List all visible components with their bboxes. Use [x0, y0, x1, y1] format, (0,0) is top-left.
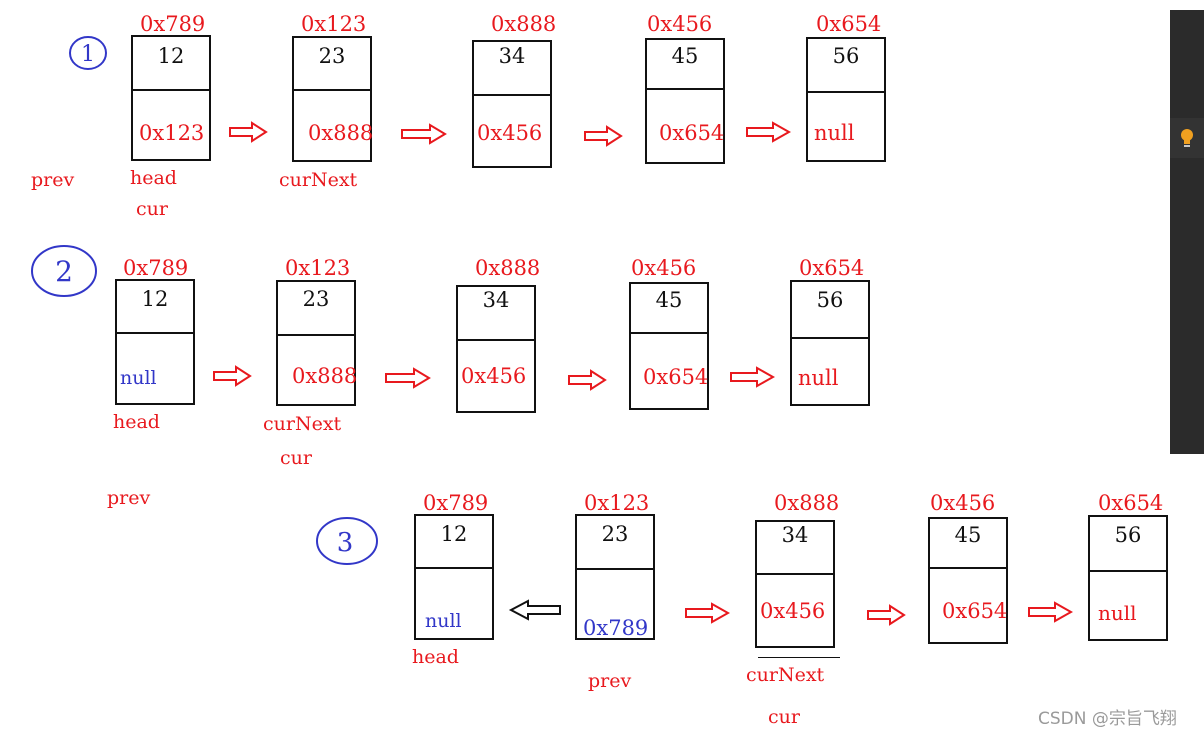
list-node: 23 0x888: [276, 280, 358, 406]
node-next: 0x888: [308, 121, 374, 145]
node-address: 0x888: [475, 256, 541, 280]
watermark: CSDN @宗旨飞翔: [1038, 709, 1177, 729]
node-value: 34: [781, 523, 809, 547]
node-value: 12: [157, 44, 185, 68]
node-value: 23: [601, 522, 629, 546]
list-node: 34 0x456: [755, 520, 835, 648]
node-value: 45: [954, 523, 982, 547]
list-node: 56 null: [806, 37, 886, 162]
list-node: 34 0x456: [472, 40, 552, 168]
svg-text:1: 1: [81, 42, 95, 67]
node-next: null: [1098, 601, 1137, 625]
node-value: 23: [318, 44, 346, 68]
arrow-right-icon: [685, 602, 730, 624]
pointer-label-prev: prev: [31, 169, 75, 191]
node-address: 0x654: [1098, 491, 1164, 515]
node-value: 56: [816, 288, 844, 312]
node-address: 0x789: [423, 491, 489, 515]
node-address: 0x456: [631, 256, 697, 280]
editor-sidebar: [1170, 10, 1204, 454]
pointer-label-curnext: curNext: [279, 169, 358, 191]
arrow-right-icon: [385, 367, 431, 389]
node-value: 34: [482, 288, 510, 312]
arrow-right-icon: [746, 121, 791, 143]
pointer-label-head: head: [113, 411, 160, 433]
arrow-right-icon: [213, 365, 252, 387]
arrow-left-icon: [508, 599, 561, 621]
node-next: 0x654: [643, 365, 709, 389]
arrow-right-icon: [867, 604, 906, 626]
node-value: 56: [1114, 523, 1142, 547]
node-address: 0x123: [285, 256, 351, 280]
node-next: null: [425, 610, 462, 632]
node-address: 0x456: [930, 491, 996, 515]
node-next: 0x888: [292, 364, 358, 388]
node-address: 0x888: [774, 491, 840, 515]
pointer-label-cur: cur: [768, 706, 800, 728]
node-next: 0x789: [583, 616, 649, 640]
node-address: 0x123: [301, 12, 367, 36]
svg-text:3: 3: [337, 528, 354, 558]
arrow-right-icon: [229, 121, 268, 143]
node-next: 0x456: [477, 121, 543, 145]
node-address: 0x654: [816, 12, 882, 36]
pointer-label-prev: prev: [107, 487, 151, 509]
node-next: null: [120, 367, 157, 389]
node-value: 56: [832, 44, 860, 68]
list-node: 12 null: [115, 279, 195, 405]
node-value: 34: [498, 44, 526, 68]
arrow-right-icon: [730, 366, 775, 388]
node-address: 0x123: [584, 491, 650, 515]
step-3-marker: 3: [316, 517, 378, 565]
pointer-label-curnext: curNext: [263, 413, 342, 435]
list-node: 45 0x654: [629, 282, 709, 410]
list-node: 56 null: [1088, 515, 1168, 641]
node-address: 0x888: [491, 12, 557, 36]
pointer-label-prev: prev: [588, 670, 632, 692]
node-value: 23: [302, 287, 330, 311]
curnext-underline: [758, 657, 840, 658]
node-next: null: [814, 121, 855, 145]
list-node: 12 0x123: [131, 35, 211, 161]
list-node: 23 0x888: [292, 36, 374, 162]
pointer-label-curnext: curNext: [746, 664, 825, 686]
step-1-marker: 1: [69, 36, 107, 70]
node-address: 0x789: [140, 12, 206, 36]
node-next: 0x654: [942, 599, 1008, 623]
pointer-label-head: head: [130, 167, 177, 189]
arrow-right-icon: [1028, 601, 1073, 623]
list-node: 45 0x654: [645, 38, 725, 164]
node-next: 0x456: [461, 364, 527, 388]
node-value: 12: [440, 522, 468, 546]
pointer-label-head: head: [412, 646, 459, 668]
arrow-right-icon: [401, 123, 447, 145]
node-value: 45: [671, 44, 699, 68]
node-value: 12: [141, 287, 169, 311]
node-next: 0x456: [760, 599, 826, 623]
list-node: 23 0x789: [575, 514, 655, 640]
arrow-right-icon: [568, 369, 607, 391]
node-next: 0x123: [139, 121, 205, 145]
node-address: 0x456: [647, 12, 713, 36]
lightbulb-icon[interactable]: [1179, 128, 1195, 148]
list-node: 34 0x456: [456, 285, 536, 413]
node-value: 45: [655, 288, 683, 312]
node-next: null: [798, 366, 839, 390]
node-address: 0x789: [123, 256, 189, 280]
node-address: 0x654: [799, 256, 865, 280]
list-node: 45 0x654: [928, 517, 1008, 644]
list-node: 12 null: [414, 514, 494, 640]
step-2-marker: 2: [31, 245, 97, 297]
list-node: 56 null: [790, 280, 870, 406]
node-next: 0x654: [659, 121, 725, 145]
arrow-right-icon: [584, 125, 623, 147]
pointer-label-cur: cur: [280, 447, 312, 469]
pointer-label-cur: cur: [136, 198, 168, 220]
svg-text:2: 2: [55, 255, 73, 288]
